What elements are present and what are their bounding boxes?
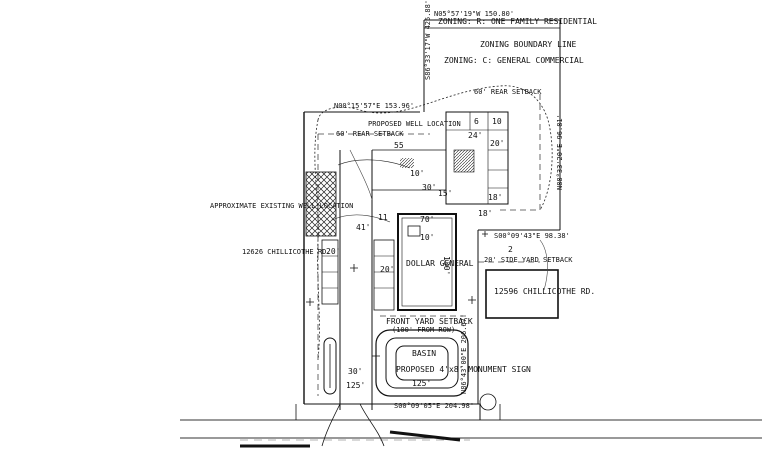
- building-footprint: [397, 213, 457, 311]
- dim-125-lower: 125': [346, 381, 365, 390]
- bearing-north: N00°15'57"E 153.96': [334, 102, 414, 110]
- dim-20-mid: 20': [380, 265, 394, 274]
- left-swale: [323, 337, 337, 395]
- adjacent-building: [485, 269, 559, 319]
- building-label: DOLLAR GENERAL: [406, 259, 474, 268]
- well-area-hatch: [305, 149, 475, 237]
- bearing-east-side: N88°33'20"E 96.81': [556, 114, 564, 190]
- dim-130: 130': [442, 256, 451, 275]
- zoning-c-label: ZONING: C: GENERAL COMMERCIAL: [444, 56, 584, 65]
- dim-30-lower: 30': [348, 367, 362, 376]
- dim-18: 18': [488, 193, 502, 202]
- dim-41: 41': [356, 223, 370, 232]
- rear-setback-right: 60' REAR SETBACK: [474, 88, 542, 96]
- dim-10a: 10': [410, 169, 424, 178]
- trees-right: [479, 239, 548, 411]
- survey-markers: [306, 231, 488, 360]
- parking-lot-rear: [445, 111, 509, 205]
- dim-10b: 10': [420, 233, 434, 242]
- bearing-south: S00°09'05"E 204.98': [394, 402, 474, 410]
- front-yard-label: FRONT YARD SETBACK: [386, 317, 473, 326]
- bearing-sw: N86°43'00"E 206.67': [460, 314, 468, 394]
- parcel-left: 12626 CHILLICOTHE RD.: [242, 248, 331, 256]
- parking-stalls-left: [321, 239, 395, 311]
- dim-20-left: 20': [326, 247, 340, 256]
- road: [180, 419, 762, 448]
- proposed-well-label: PROPOSED WELL LOCATION: [368, 120, 461, 128]
- detention-basin: [375, 329, 469, 397]
- zoning-r-label: ZONING: R: ONE FAMILY RESIDENTIAL: [438, 17, 597, 26]
- bearing-top: N05°57'19"W 150.80': [434, 10, 514, 18]
- dim-70: 70': [420, 215, 434, 224]
- rear-setback-left: 60' REAR SETBACK: [336, 130, 404, 138]
- dim-18b: 18': [478, 209, 492, 218]
- labels: N05°57'19"W 150.80' ZONING: R: ONE FAMIL…: [210, 0, 597, 410]
- bearing-right-short: S00°09'43"E 98.38': [494, 232, 570, 240]
- side-yard-label: 20' SIDE YARD SETBACK: [484, 256, 573, 264]
- num-6: 6: [474, 117, 479, 126]
- drive-aisles: [321, 149, 446, 447]
- dim-30: 30': [422, 183, 436, 192]
- dim-24: 24': [468, 131, 482, 140]
- approx-well-label: APPROXIMATE EXISTING WELL LOCATION: [210, 202, 353, 210]
- parcel-right: 12596 CHILLICOTHE RD.: [494, 287, 595, 296]
- dim-20: 20': [490, 139, 504, 148]
- front-yard-sub: (100' FROM ROW): [392, 326, 455, 334]
- zoning-boundary-label: ZONING BOUNDARY LINE: [480, 40, 577, 49]
- bearing-east-upper: S86°33'17"W 425.88': [424, 0, 432, 80]
- monument-sign-label: PROPOSED 4'x8' MONUMENT SIGN: [396, 365, 531, 374]
- num-11: 11: [378, 213, 388, 222]
- num-10: 10: [492, 117, 502, 126]
- dim-2: 2: [508, 245, 513, 254]
- dim-55: 55: [394, 141, 404, 150]
- dim-125: 125': [412, 379, 431, 388]
- dim-15: 15': [438, 189, 452, 198]
- basin-label: BASIN: [412, 349, 436, 358]
